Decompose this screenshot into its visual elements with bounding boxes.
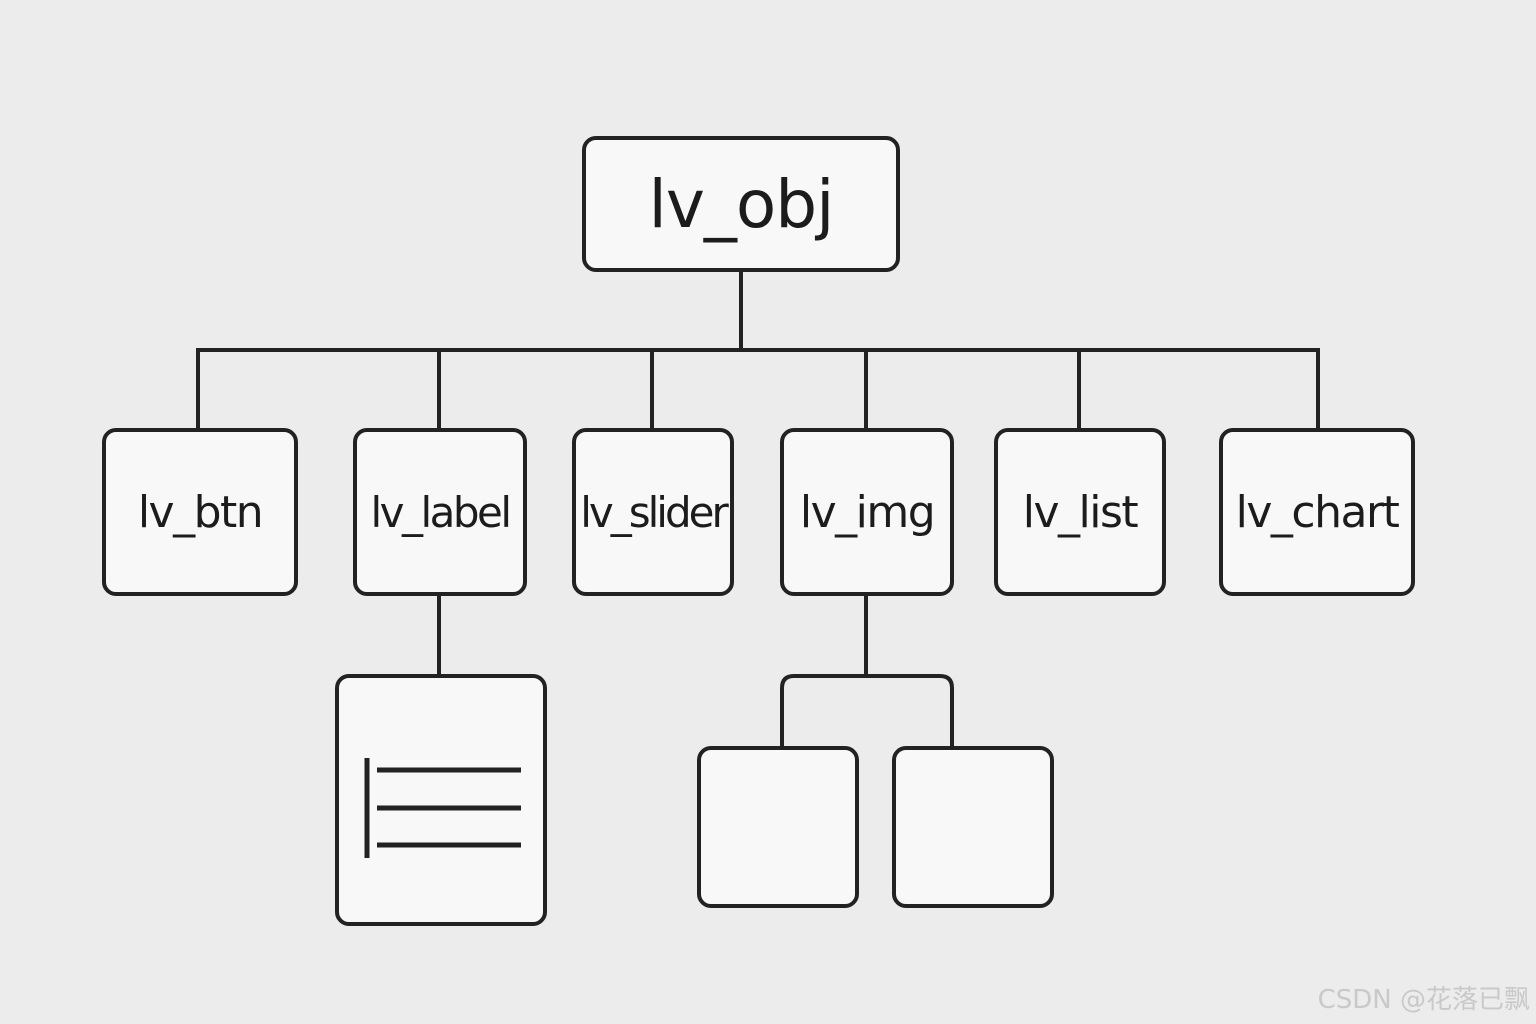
node-lv-list: lv_list: [994, 428, 1166, 596]
node-lv-chart-label: lv_chart: [1235, 486, 1400, 538]
node-lv-chart: lv_chart: [1219, 428, 1415, 596]
node-lv-slider-label: lv_slider: [580, 487, 729, 537]
node-lv-img-label: lv_img: [799, 486, 936, 538]
node-lv-list-label: lv_list: [1022, 486, 1139, 538]
label-text-document-node: [335, 674, 547, 926]
node-lv-label: lv_label: [353, 428, 527, 596]
img-child-box-2: [892, 746, 1054, 908]
watermark-text: CSDN @花落已飘: [1317, 985, 1530, 1015]
node-lv-btn: lv_btn: [102, 428, 298, 596]
node-lv-btn-label: lv_btn: [137, 486, 264, 538]
node-lv-obj: lv_obj: [582, 136, 900, 272]
text-document-icon: [364, 758, 521, 858]
node-lv-slider: lv_slider: [572, 428, 734, 596]
img-child-box-1: [697, 746, 859, 908]
node-lv-obj-label: lv_obj: [648, 165, 834, 243]
node-lv-label-label: lv_label: [370, 487, 512, 537]
connector-img-branch: [780, 674, 954, 748]
node-lv-img: lv_img: [780, 428, 954, 596]
